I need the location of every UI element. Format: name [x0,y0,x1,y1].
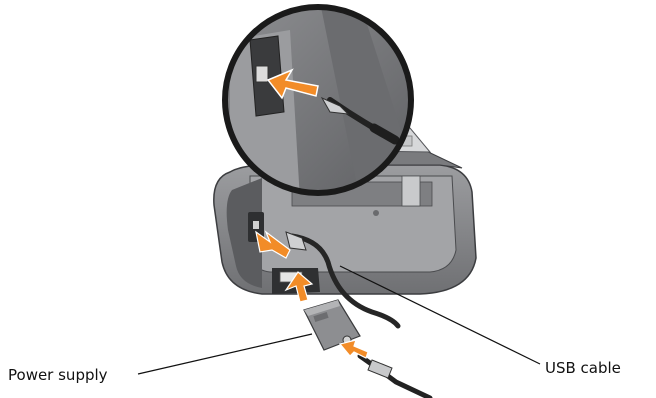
power-supply-leader [138,334,312,374]
power-supply-label: Power supply [8,366,108,384]
arrow-icon [340,340,368,358]
usb-cable-label: USB cable [545,359,621,377]
